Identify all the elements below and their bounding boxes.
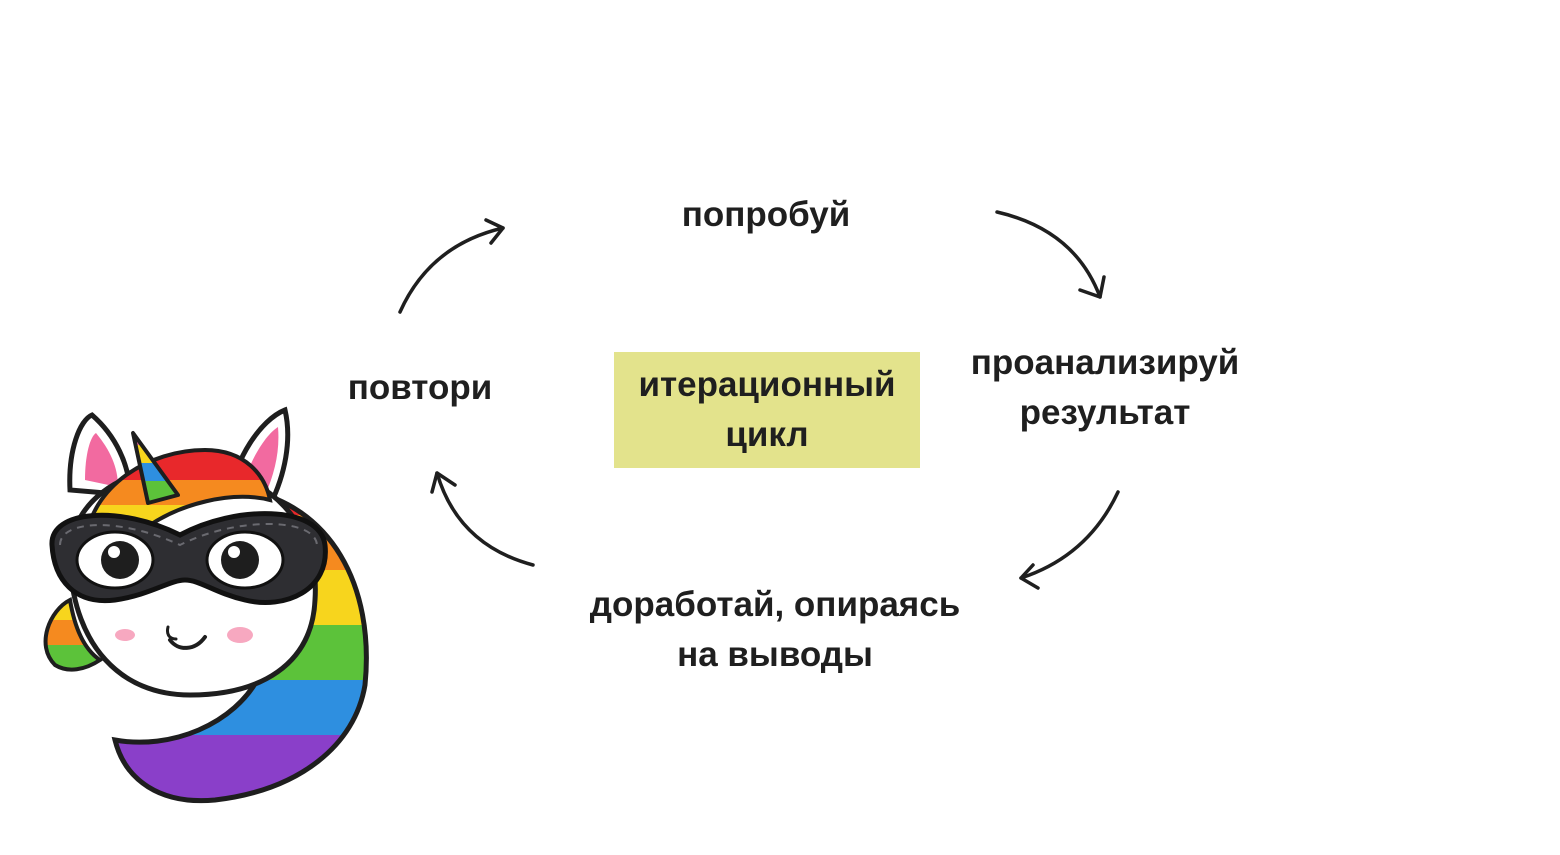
center-line2: цикл bbox=[725, 415, 809, 454]
step-repeat-label: повтори bbox=[310, 363, 530, 413]
step-repeat-line1: повтори bbox=[347, 368, 493, 407]
step-analyze-line1: проанализируй bbox=[970, 343, 1240, 382]
arrow-analyze-to-improve bbox=[1019, 490, 1120, 590]
step-analyze-line2: результат bbox=[1019, 393, 1191, 432]
arrow-try-to-analyze bbox=[995, 210, 1106, 299]
masked-rainbow-unicorn-icon bbox=[43, 406, 369, 804]
right-eye bbox=[205, 530, 285, 590]
center-line1: итерационный bbox=[638, 365, 896, 404]
arrow-improve-to-repeat bbox=[430, 471, 535, 567]
unicorn-face bbox=[115, 625, 253, 650]
step-try-line1: попробуй bbox=[681, 195, 851, 234]
arrow-repeat-to-try bbox=[398, 218, 505, 314]
step-try-label: попробуй bbox=[616, 190, 916, 240]
step-improve-line2: на выводы bbox=[677, 635, 873, 674]
center-concept-box: итерационный цикл bbox=[614, 352, 920, 468]
black-mask bbox=[49, 511, 328, 606]
left-eye bbox=[75, 530, 155, 590]
step-improve-line1: доработай, опираясь bbox=[589, 585, 961, 624]
step-improve-label: доработай, опираясь на выводы bbox=[545, 580, 1005, 680]
step-analyze-label: проанализируй результат bbox=[930, 338, 1280, 438]
